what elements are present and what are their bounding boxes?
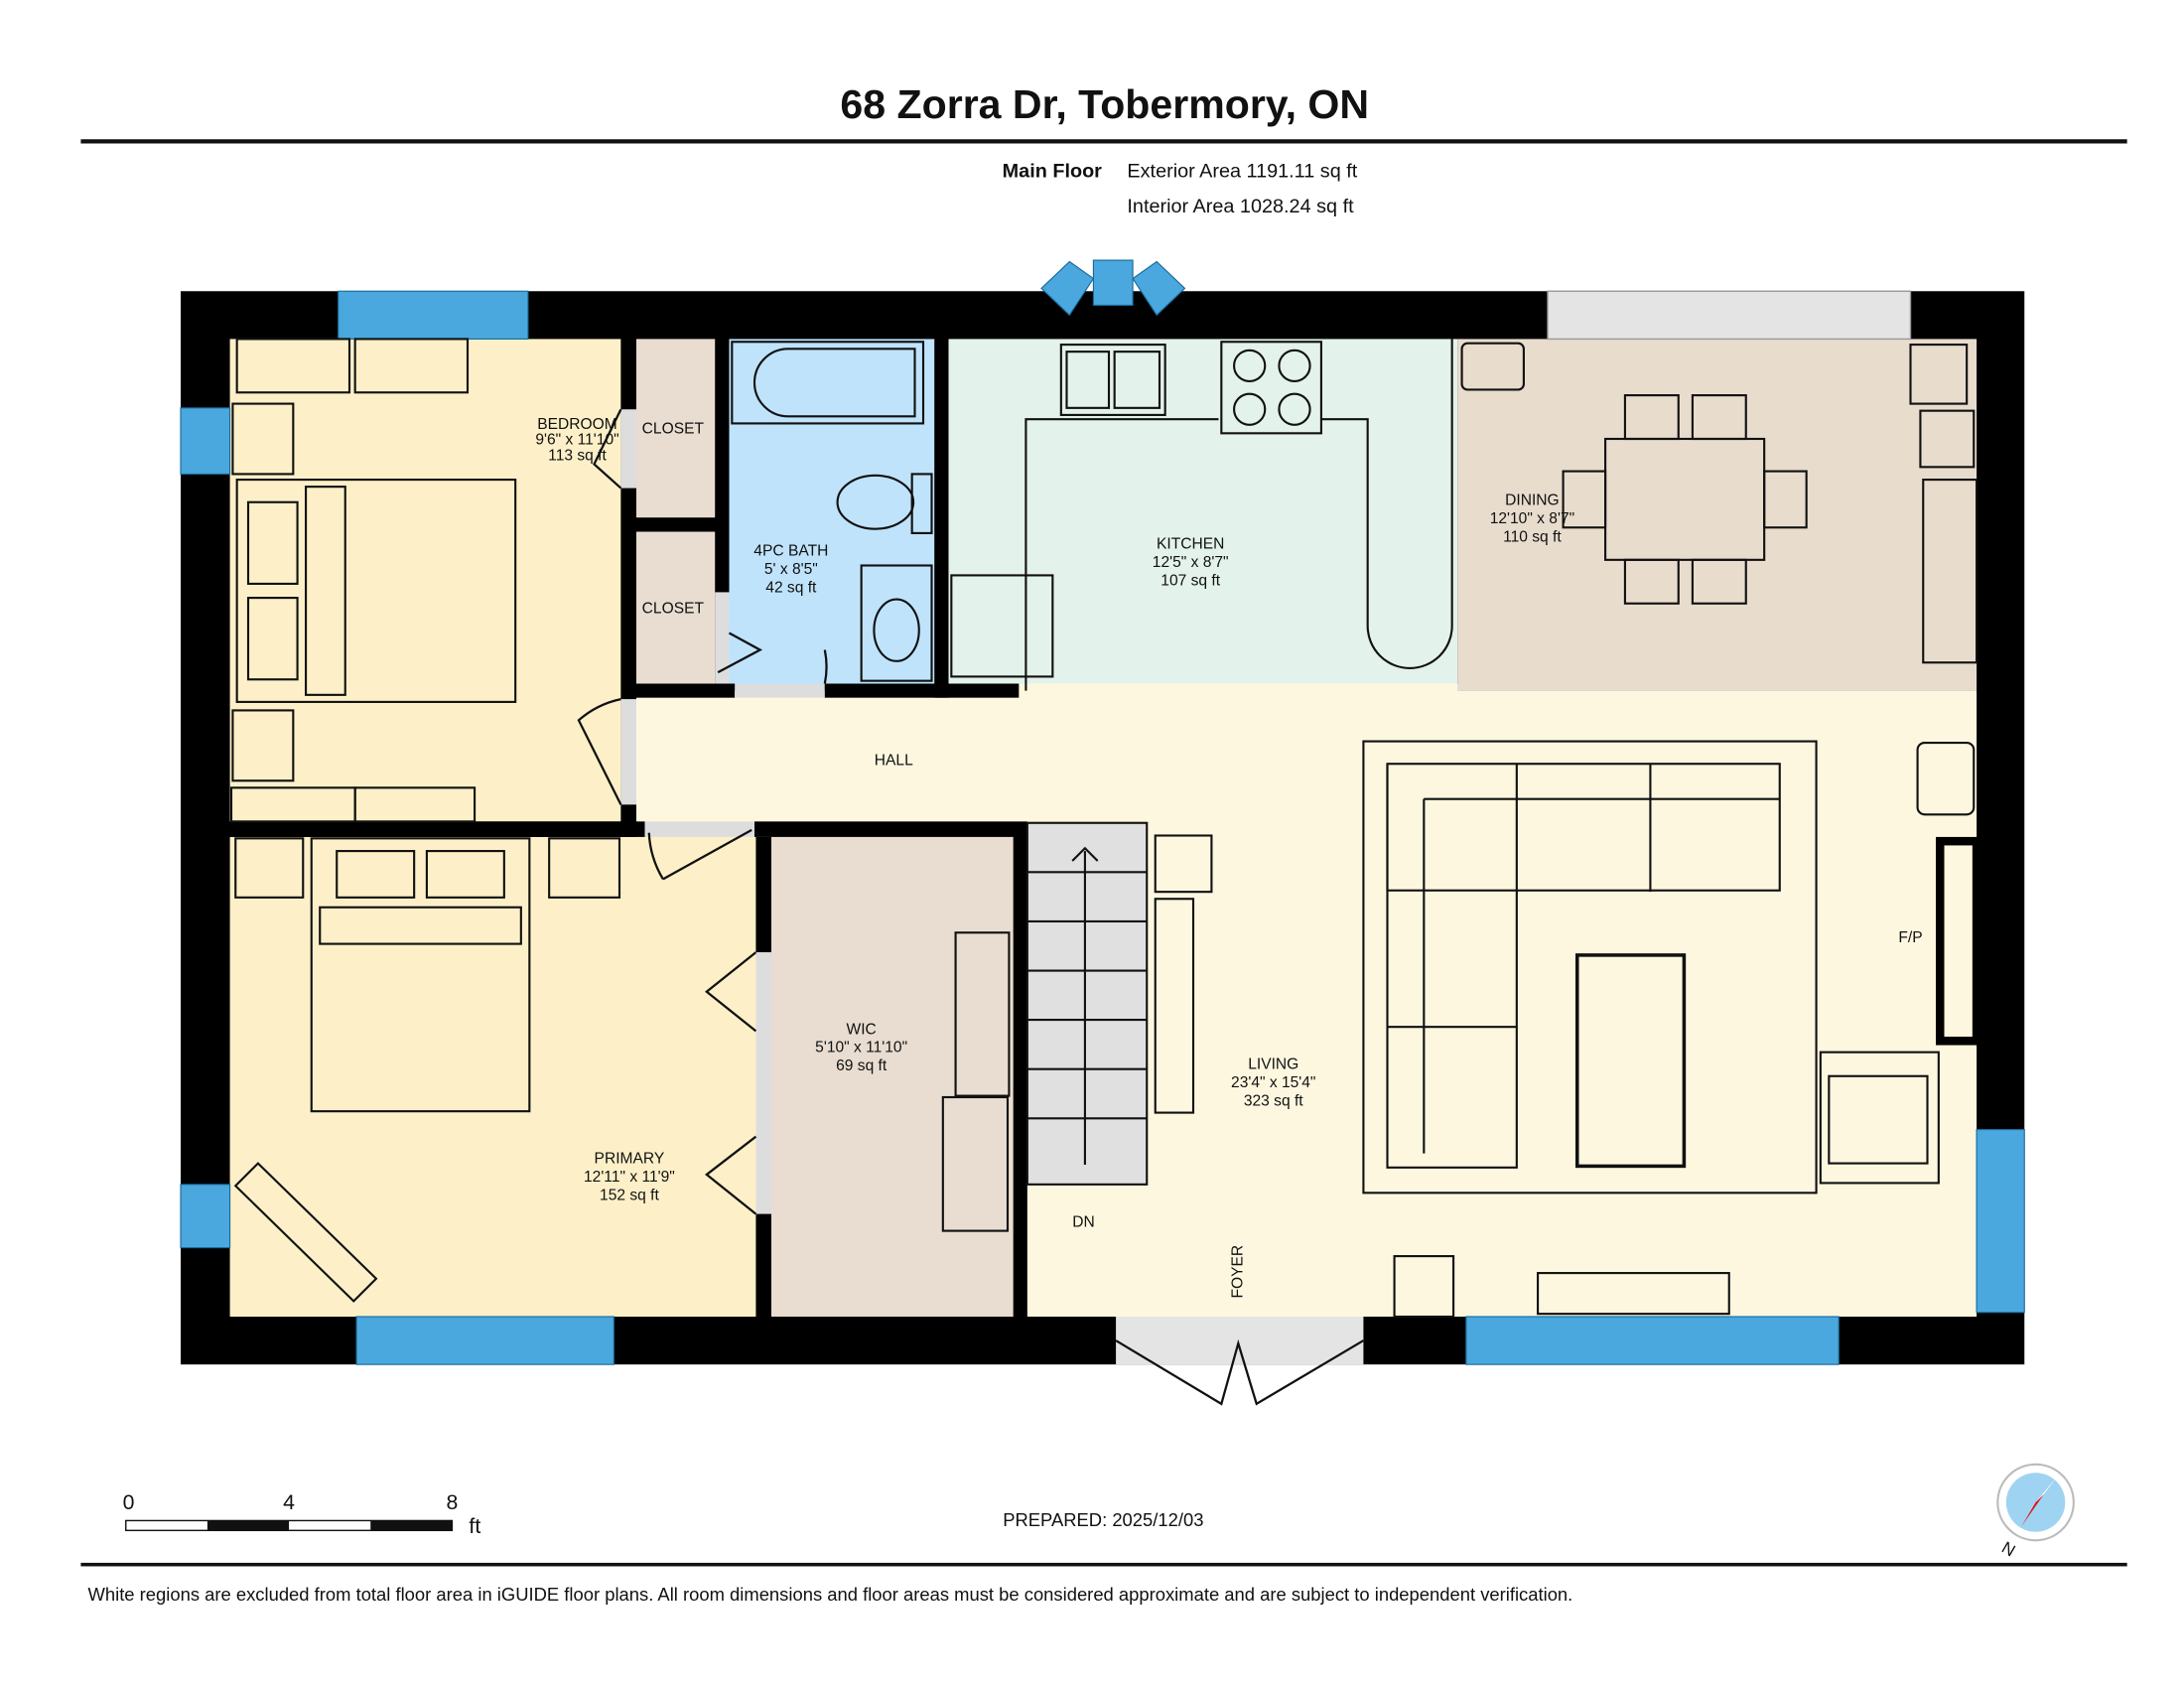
wic-area: 69 sq ft xyxy=(836,1057,887,1074)
wall xyxy=(754,821,1027,837)
wall xyxy=(824,683,1020,698)
floor-label: Main Floor xyxy=(1003,161,1103,183)
room-wic xyxy=(771,836,1014,1317)
door-opening xyxy=(715,592,730,684)
door-opening xyxy=(620,699,636,805)
room-closet-1 xyxy=(636,339,716,518)
window-bay xyxy=(1092,259,1134,306)
wall xyxy=(934,339,949,698)
scale-label-4: 4 xyxy=(283,1490,295,1514)
compass-icon: N xyxy=(1996,1463,2075,1561)
bath-area: 42 sq ft xyxy=(765,579,817,596)
door-opening xyxy=(735,683,825,698)
wall xyxy=(1013,822,1027,1317)
fireplace xyxy=(1936,836,1981,1046)
door-swings xyxy=(577,408,828,1215)
interior-area: Interior Area 1028.24 sq ft xyxy=(1127,196,1354,217)
bathtub xyxy=(731,341,925,425)
wall xyxy=(636,683,736,698)
room-primary xyxy=(229,836,756,1317)
window-bay xyxy=(1132,260,1186,317)
armchair xyxy=(1819,1051,1940,1185)
stairs-label: DN xyxy=(1072,1213,1095,1230)
room-closet-2 xyxy=(636,531,716,684)
wall xyxy=(755,836,771,953)
wall xyxy=(229,821,645,837)
dining-area: 110 sq ft xyxy=(1503,528,1562,545)
compass-north-label: N xyxy=(1998,1538,2018,1561)
scale-unit: ft xyxy=(469,1514,480,1538)
room-kitchen xyxy=(948,339,1458,691)
kitchen-area: 107 sq ft xyxy=(1160,572,1220,589)
coffee-table xyxy=(1574,953,1687,1169)
primary-area: 152 sq ft xyxy=(600,1187,659,1203)
exterior-area: Exterior Area 1191.11 sq ft xyxy=(1127,161,1357,183)
entry-door xyxy=(1115,1338,1364,1406)
wic-dims: 5'10" x 11'10" xyxy=(815,1040,907,1056)
wall xyxy=(620,804,636,822)
wic-name: WIC xyxy=(847,1021,877,1038)
window xyxy=(338,290,529,340)
window-bay xyxy=(1040,260,1095,317)
wall xyxy=(636,517,716,532)
living-area: 323 sq ft xyxy=(1244,1093,1303,1110)
hall-gap xyxy=(1013,683,1458,698)
dining-name: DINING xyxy=(1505,492,1560,509)
scale-bar: 0 4 8 ft xyxy=(123,1490,481,1538)
wall xyxy=(715,339,730,593)
room-dining xyxy=(1457,339,1978,691)
living-dims: 23'4" x 15'4" xyxy=(1231,1074,1315,1091)
fireplace-label: F/P xyxy=(1898,929,1922,946)
header-divider xyxy=(80,139,2127,144)
bed xyxy=(235,479,517,703)
door-opening xyxy=(620,409,636,489)
closet-1-name: CLOSET xyxy=(642,420,705,437)
scale-label-0: 0 xyxy=(123,1490,135,1514)
foyer-name: FOYER xyxy=(1230,1245,1247,1299)
staircase[interactable] xyxy=(1025,821,1149,1186)
wall xyxy=(620,339,636,410)
entry-door-opening xyxy=(1116,1317,1364,1365)
disclaimer: White regions are excluded from total fl… xyxy=(87,1584,1572,1605)
room-labels: BEDROOM 9'6" x 11'10" 113 sq ft CLOSET C… xyxy=(535,416,1922,1298)
primary-dims: 12'11" x 11'9" xyxy=(584,1169,675,1186)
stove xyxy=(1220,341,1322,435)
bedroom-name: BEDROOM xyxy=(537,416,617,433)
furniture xyxy=(229,338,1979,1319)
window xyxy=(1465,1316,1840,1365)
kitchen-dims: 12'5" x 8'7" xyxy=(1153,554,1229,571)
kitchen-name: KITCHEN xyxy=(1157,536,1224,553)
bath-name: 4PC BATH xyxy=(753,543,828,560)
closet-2-name: CLOSET xyxy=(642,601,705,618)
sink xyxy=(1059,344,1166,416)
wall xyxy=(620,488,636,700)
wall xyxy=(755,1213,771,1317)
windows xyxy=(180,259,2025,1365)
window xyxy=(180,1184,231,1249)
stair-treads xyxy=(1026,846,1148,1165)
bath-dims: 5' x 8'5" xyxy=(764,561,818,578)
window xyxy=(355,1316,614,1365)
room-bath xyxy=(729,339,935,684)
room-bedroom xyxy=(229,339,621,822)
window xyxy=(1976,1129,2025,1314)
window xyxy=(180,407,231,475)
dining-dims: 12'10" x 8'7" xyxy=(1490,510,1574,527)
sectional-sofa xyxy=(1362,740,1818,1195)
sliding-door xyxy=(1547,290,1912,341)
bedroom-dims: 9'6" x 11'10" xyxy=(535,432,618,449)
door-opening xyxy=(755,952,771,1214)
hall-name: HALL xyxy=(875,753,913,770)
door-opening xyxy=(644,821,754,837)
bed xyxy=(310,837,531,1113)
scale-label-8: 8 xyxy=(447,1490,459,1514)
bedroom-area: 113 sq ft xyxy=(548,447,607,464)
prepared-date: PREPARED: 2025/12/03 xyxy=(1003,1509,1203,1530)
living-name: LIVING xyxy=(1248,1056,1298,1073)
page-title: 68 Zorra Dr, Tobermory, ON xyxy=(840,81,1369,127)
primary-name: PRIMARY xyxy=(595,1151,665,1168)
footer-divider xyxy=(80,1562,2127,1567)
